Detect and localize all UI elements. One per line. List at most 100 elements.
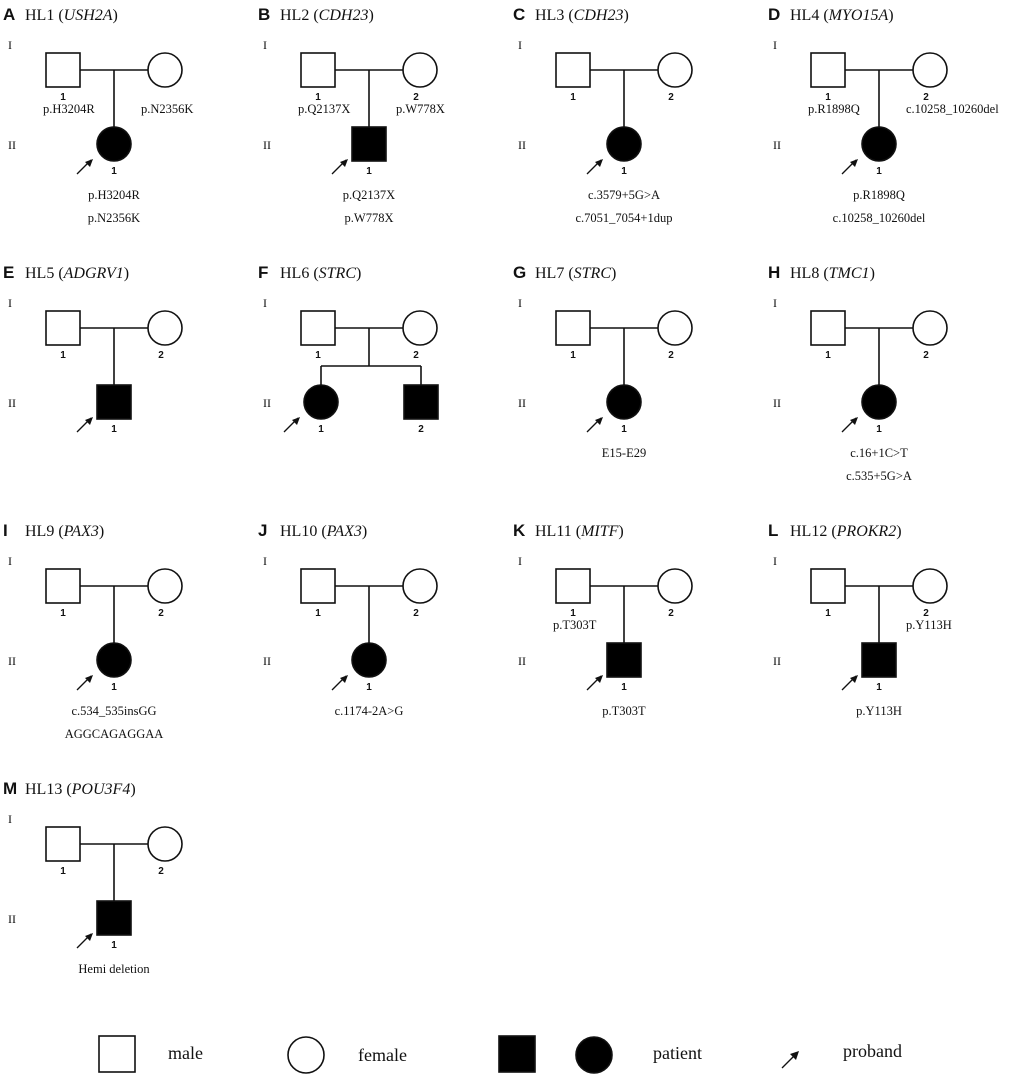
family-id: HL2 xyxy=(280,7,309,24)
mother-index: 2 xyxy=(668,92,674,103)
legend-patient-label: patient xyxy=(653,1043,702,1063)
proband-variant-1: c.1174-2A>G xyxy=(335,704,404,718)
proband-variant-1: p.H3204R xyxy=(88,188,140,202)
panel-letter: C xyxy=(513,5,525,24)
gene-close: ) xyxy=(362,523,367,540)
legend: male female patient proband xyxy=(98,1035,902,1074)
father-symbol xyxy=(810,52,846,88)
pedigree-title: HL3 (CDH23) xyxy=(535,7,629,24)
gene-name: CDH23 xyxy=(574,7,624,24)
generation-label-I: I xyxy=(518,38,522,52)
legend-patient-female-symbol xyxy=(575,1036,613,1074)
gene-close: ) xyxy=(870,265,875,282)
proband-arrow-icon xyxy=(283,417,300,433)
proband-variant-1: c.16+1C>T xyxy=(850,446,908,460)
child-index: 1 xyxy=(111,166,117,177)
generation-label-II: II xyxy=(773,654,781,668)
generation-label-I: I xyxy=(773,554,777,568)
child-symbol xyxy=(351,126,387,162)
mother-index: 2 xyxy=(413,608,419,619)
gene-name: PROKR2 xyxy=(836,523,897,540)
proband-variant-2: c.7051_7054+1dup xyxy=(576,211,673,225)
child-index: 1 xyxy=(621,682,627,693)
gene-name: TMC1 xyxy=(829,265,870,282)
child-symbol xyxy=(606,126,642,162)
generation-label-II: II xyxy=(263,396,271,410)
panel-letter: E xyxy=(3,263,14,282)
proband-arrow-icon xyxy=(586,417,603,433)
family-id: HL9 xyxy=(25,523,54,540)
pedigree-title: HL11 (MITF) xyxy=(535,523,624,540)
gene-open: ( xyxy=(309,265,318,282)
mother-symbol xyxy=(147,52,183,88)
proband-variant-1: c.3579+5G>A xyxy=(588,188,660,202)
proband-arrow-icon xyxy=(586,675,603,691)
generation-label-I: I xyxy=(263,38,267,52)
gene-close: ) xyxy=(124,265,129,282)
gene-close: ) xyxy=(623,7,628,24)
gene-close: ) xyxy=(113,7,118,24)
father-index: 1 xyxy=(570,608,576,619)
mother-symbol xyxy=(912,568,948,604)
pedigree-title: HL5 (ADGRV1) xyxy=(25,265,129,282)
proband-variant-1: p.R1898Q xyxy=(853,188,905,202)
gene-open: ( xyxy=(62,781,71,798)
mother-index: 2 xyxy=(923,92,929,103)
child-symbol xyxy=(351,642,387,678)
proband-arrow-icon xyxy=(586,159,603,175)
generation-label-I: I xyxy=(8,812,12,826)
child-symbol xyxy=(96,642,132,678)
mother-index: 2 xyxy=(158,350,164,361)
father-symbol xyxy=(300,310,336,346)
mother-symbol xyxy=(657,568,693,604)
child-symbol xyxy=(96,126,132,162)
father-index: 1 xyxy=(315,608,321,619)
generation-label-I: I xyxy=(773,296,777,310)
legend-proband-arrow-icon xyxy=(781,1051,799,1069)
generation-label-I: I xyxy=(773,38,777,52)
gene-close: ) xyxy=(356,265,361,282)
mother-index: 2 xyxy=(413,92,419,103)
father-symbol xyxy=(555,52,591,88)
father-index: 1 xyxy=(60,608,66,619)
mother-symbol xyxy=(657,310,693,346)
family-id: HL13 xyxy=(25,781,62,798)
proband-variant-1: Hemi deletion xyxy=(78,962,150,976)
gene-open: ( xyxy=(317,523,326,540)
child-1-symbol xyxy=(303,384,339,420)
generation-label-II: II xyxy=(263,654,271,668)
father-index: 1 xyxy=(60,350,66,361)
mother-symbol xyxy=(912,52,948,88)
father-index: 1 xyxy=(825,350,831,361)
generation-label-I: I xyxy=(518,296,522,310)
panel-letter: K xyxy=(513,521,526,540)
child-2-symbol xyxy=(403,384,439,420)
panel-letter: F xyxy=(258,263,268,282)
proband-variant-1: p.Y113H xyxy=(856,704,902,718)
father-symbol xyxy=(810,310,846,346)
father-symbol xyxy=(300,568,336,604)
legend-female-symbol xyxy=(287,1036,325,1074)
proband-variant-2: c.10258_10260del xyxy=(833,211,926,225)
family-id: HL8 xyxy=(790,265,819,282)
generation-label-I: I xyxy=(263,296,267,310)
mother-variant: p.N2356K xyxy=(141,102,193,116)
mother-index: 2 xyxy=(668,608,674,619)
child-index: 1 xyxy=(876,166,882,177)
gene-close: ) xyxy=(618,523,623,540)
pedigree-title: HL9 (PAX3) xyxy=(25,523,104,540)
mother-symbol xyxy=(402,52,438,88)
gene-name: MITF xyxy=(580,523,619,540)
proband-arrow-icon xyxy=(331,675,348,691)
proband-arrow-icon xyxy=(76,675,93,691)
father-symbol xyxy=(300,52,336,88)
mother-variant: p.W778X xyxy=(396,102,445,116)
gene-name: STRC xyxy=(574,265,612,282)
child-symbol xyxy=(96,384,132,420)
